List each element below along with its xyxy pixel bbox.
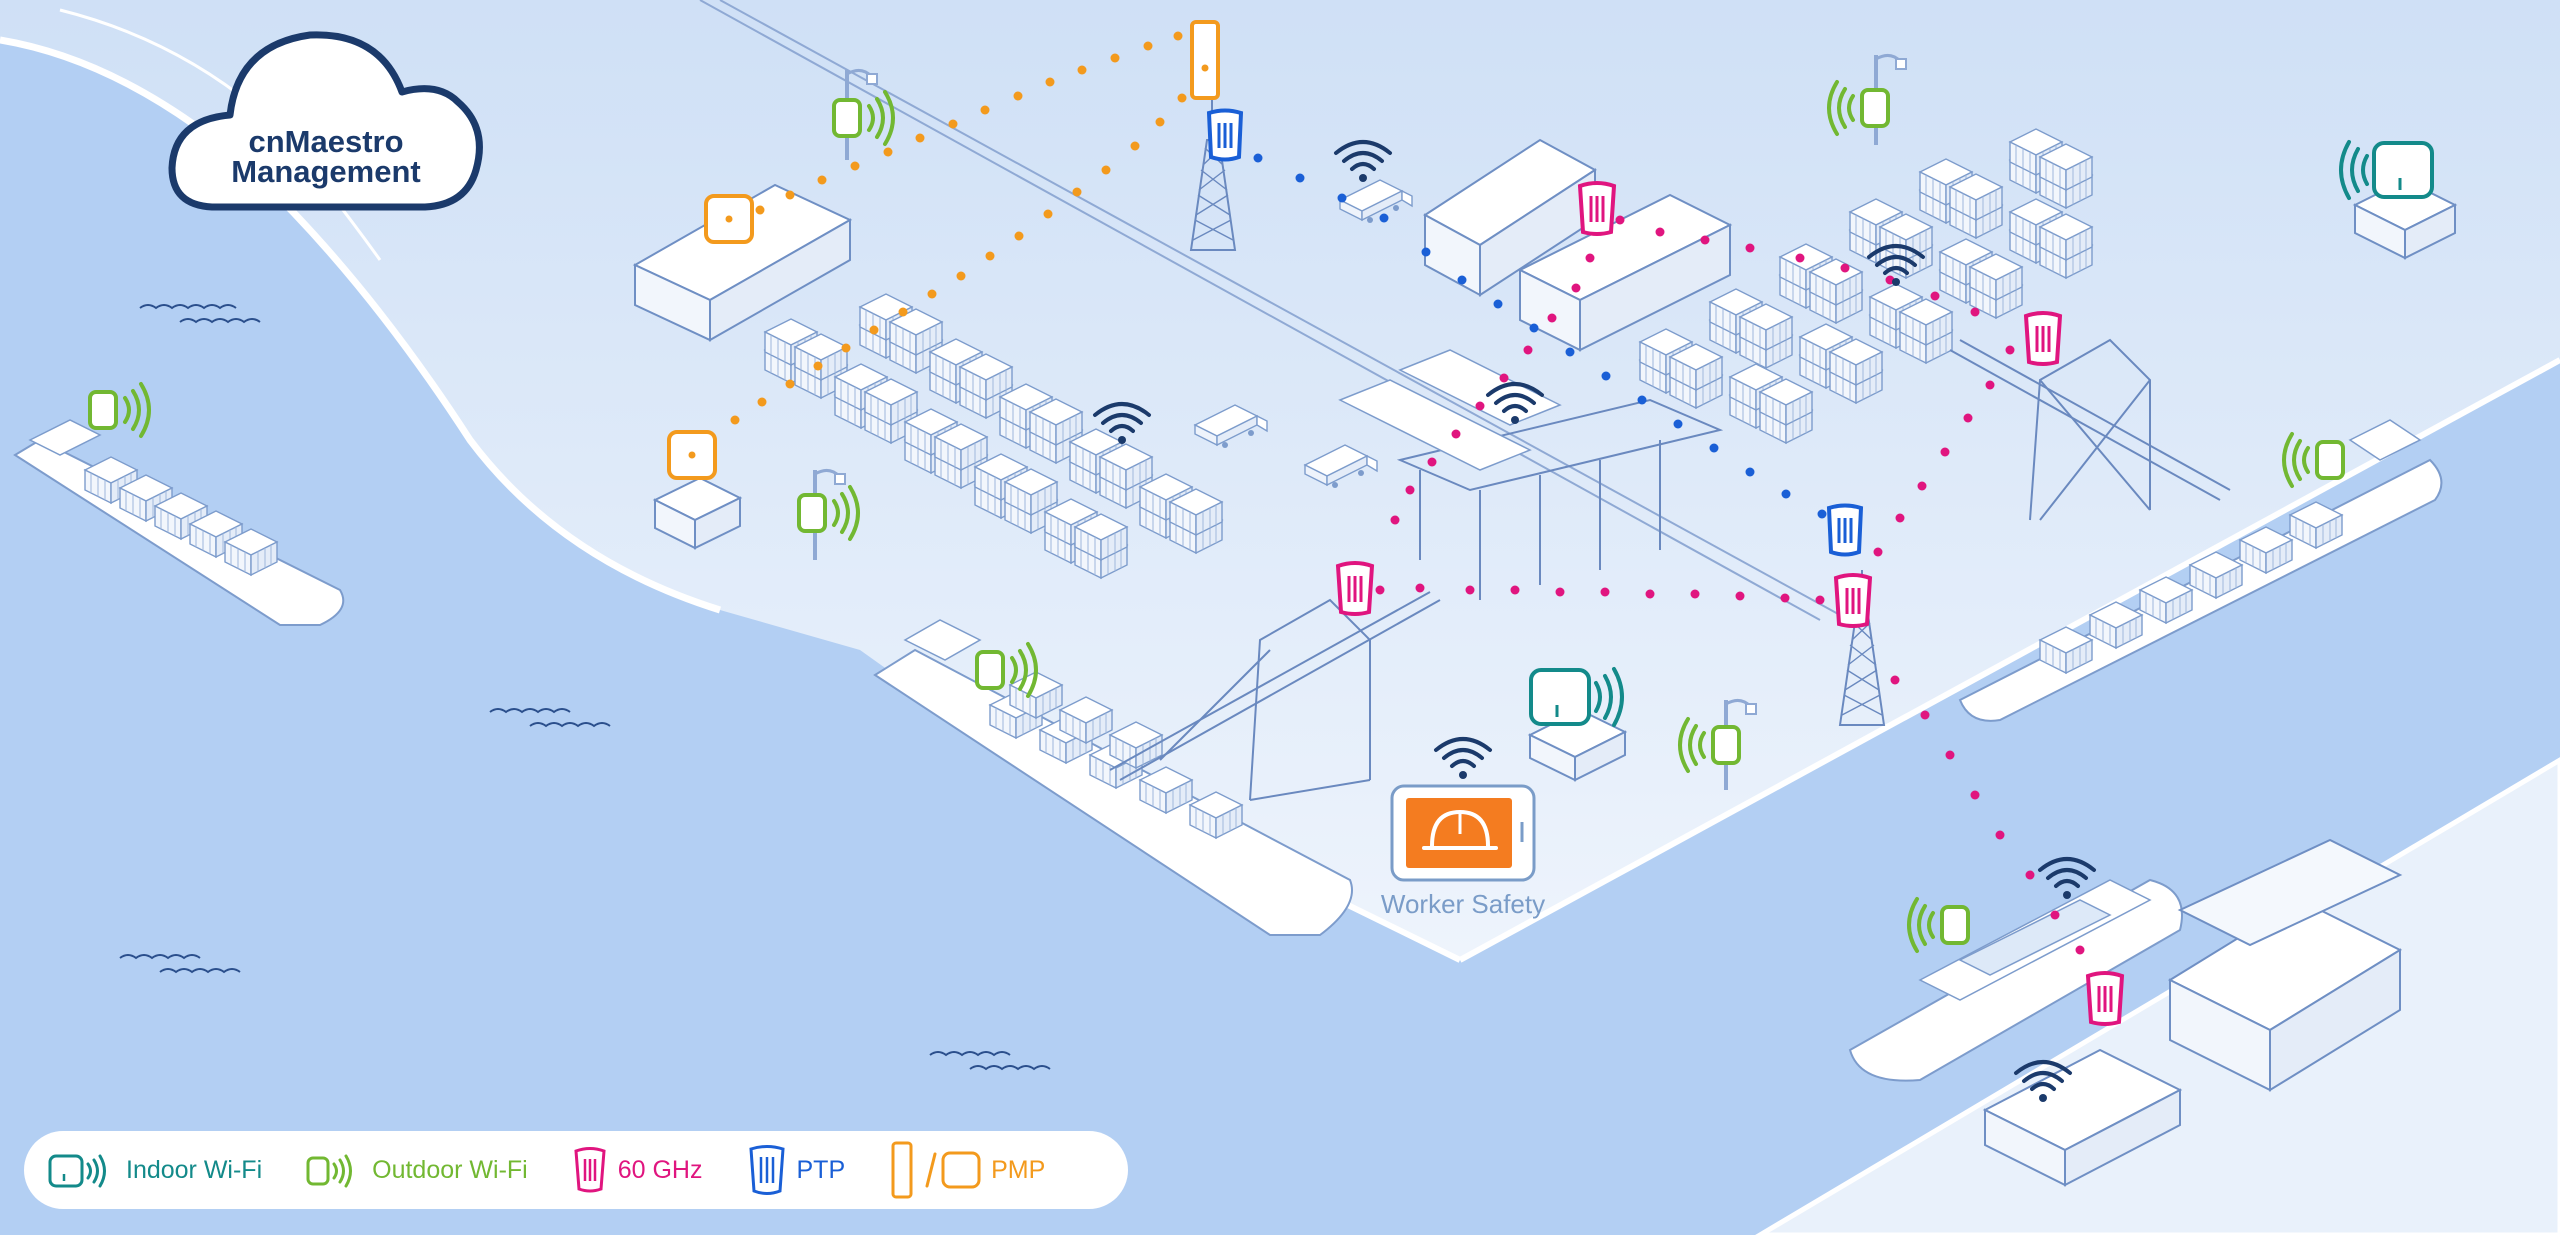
legend-item-60ghz: 60 GHz [570, 1143, 703, 1197]
cargo-ship-right [1958, 419, 2443, 722]
office-building-right [2167, 898, 2403, 1092]
rail-line-2 [719, 0, 1841, 616]
crane-center [1109, 591, 1441, 801]
pmp-links [705, 31, 1187, 445]
parking-lot [2177, 838, 2403, 947]
pier-edge [1458, 357, 2560, 963]
60ghz-radio-crane-center [1336, 561, 1374, 616]
legend: Indoor Wi-Fi Outdoor Wi-Fi 60 GHz PTP [24, 1131, 1128, 1209]
cloud-title-line1: cnMaestro [248, 124, 403, 159]
small-building-left [652, 476, 743, 550]
legend-label-outdoor-wifi: Outdoor Wi-Fi [372, 1155, 528, 1184]
ptp-radio-icon [748, 1145, 785, 1195]
ptp-link [1253, 153, 1827, 519]
legend-item-pmp: PMP [887, 1140, 1045, 1200]
cargo-ship-left [13, 419, 345, 626]
legend-label-pmp: PMP [991, 1155, 1046, 1184]
office-building-bottom [1982, 1048, 2183, 1187]
legend-item-indoor-wifi: Indoor Wi-Fi [46, 1148, 262, 1192]
legend-item-outdoor-wifi: Outdoor Wi-Fi [304, 1148, 528, 1192]
coastline [0, 36, 722, 614]
60ghz-radio-tower-right [1834, 573, 1872, 628]
crane-right [1949, 338, 2231, 521]
indoor-wifi-ap-topright [2339, 140, 2434, 200]
cruise-ship [1848, 878, 2183, 1082]
rail-line [699, 0, 1821, 621]
pmp-access-point-tower [1190, 20, 1220, 100]
warehouse-center-2 [1517, 193, 1733, 352]
small-building-center [1527, 708, 1628, 782]
60ghz-links [1375, 215, 2085, 955]
pmp-radio-icon [891, 1141, 981, 1199]
conveyor-bridge [1396, 398, 1724, 600]
legend-item-ptp: PTP [745, 1141, 846, 1199]
60ghz-radio-crane-right [2024, 311, 2062, 366]
ptp-radio-tower-right [1827, 503, 1863, 557]
legend-label-indoor-wifi: Indoor Wi-Fi [126, 1155, 263, 1184]
warehouse-center-1 [1423, 138, 1597, 297]
outdoor-wifi-icon [306, 1154, 353, 1188]
legend-label-ptp: PTP [796, 1155, 846, 1184]
60ghz-radio-icon [574, 1147, 606, 1193]
cargo-ship-center [873, 619, 1353, 936]
hard-hat-icon [1422, 809, 1498, 850]
pmp-subscriber-warehouse [704, 194, 754, 244]
water-ripples [119, 304, 1051, 1071]
pmp-subscriber-building [667, 430, 717, 480]
ptp-radio-tower-top [1207, 108, 1243, 162]
cloud-title-line2: Management [231, 154, 420, 189]
legend-label-60ghz: 60 GHz [617, 1155, 703, 1184]
60ghz-radio-cruise [2086, 971, 2124, 1026]
worker-safety-tablet [1390, 784, 1536, 882]
indoor-wifi-ap-center [1529, 667, 1624, 727]
60ghz-radio-warehouse [1578, 181, 1616, 236]
cnmaestro-cloud: cnMaestro Management [168, 31, 483, 211]
indoor-wifi-icon [48, 1154, 106, 1188]
worker-safety-label: Worker Safety [1381, 889, 1545, 919]
